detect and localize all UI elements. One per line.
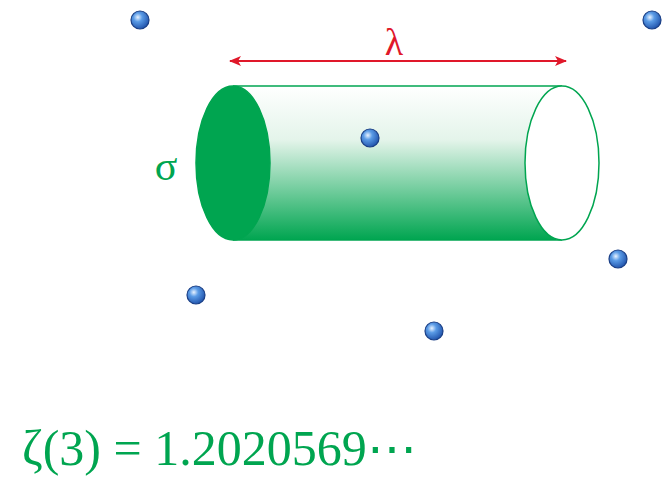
cylinder bbox=[196, 86, 599, 240]
cross-section-label: σ bbox=[155, 145, 178, 187]
particle bbox=[643, 11, 661, 29]
particle bbox=[609, 250, 627, 268]
cross-section bbox=[196, 86, 270, 240]
cylinder-body bbox=[233, 86, 562, 240]
particle bbox=[131, 11, 149, 29]
particle bbox=[361, 129, 379, 147]
length-label: λ bbox=[385, 23, 403, 61]
particle bbox=[187, 286, 205, 304]
cylinder-edge bbox=[233, 239, 562, 241]
zeta-value: ζ(3) = 1.2020569⋯ bbox=[22, 423, 417, 473]
cylinder-end bbox=[525, 86, 599, 240]
cylinder-edge bbox=[233, 85, 562, 87]
particle bbox=[425, 322, 443, 340]
